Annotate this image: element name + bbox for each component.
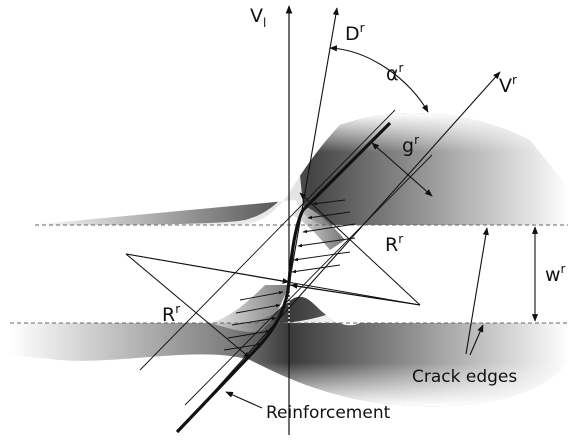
label-reinforcement: Reinforcement bbox=[266, 403, 391, 423]
force-triangle-right-side bbox=[299, 192, 421, 306]
label-dr: Dr bbox=[345, 21, 365, 45]
reinforcement-pointer bbox=[225, 391, 263, 409]
reinforcement-bar bbox=[175, 121, 392, 434]
label-vl: Vl bbox=[250, 5, 266, 30]
upper-concrete-region bbox=[30, 113, 570, 225]
core-shade-upper bbox=[292, 205, 345, 250]
label-gr: gr bbox=[402, 133, 419, 157]
pressure-arrows bbox=[223, 199, 356, 351]
gr-dimension bbox=[371, 142, 433, 197]
label-rr-left: Rr bbox=[162, 302, 180, 326]
dr-axis bbox=[288, 7, 339, 286]
lower-concrete-region bbox=[10, 296, 570, 407]
offset-line-2 bbox=[184, 154, 433, 406]
crack-edges-pointer-top bbox=[465, 227, 489, 355]
crack-edges-pointer-bottom bbox=[469, 324, 484, 356]
label-wr: wr bbox=[545, 262, 566, 286]
label-crack-edges: Crack edges bbox=[412, 367, 517, 387]
offset-line-1 bbox=[139, 109, 396, 371]
force-triangle-left-base bbox=[125, 253, 290, 284]
label-alpha: αr bbox=[386, 61, 404, 85]
label-rr-right: Rr bbox=[385, 232, 403, 256]
force-triangle-left-side bbox=[125, 253, 251, 359]
label-vr: Vr bbox=[499, 73, 517, 97]
force-triangle-right-base bbox=[290, 283, 421, 306]
vr-axis bbox=[177, 71, 501, 433]
alpha-arc bbox=[329, 45, 429, 113]
